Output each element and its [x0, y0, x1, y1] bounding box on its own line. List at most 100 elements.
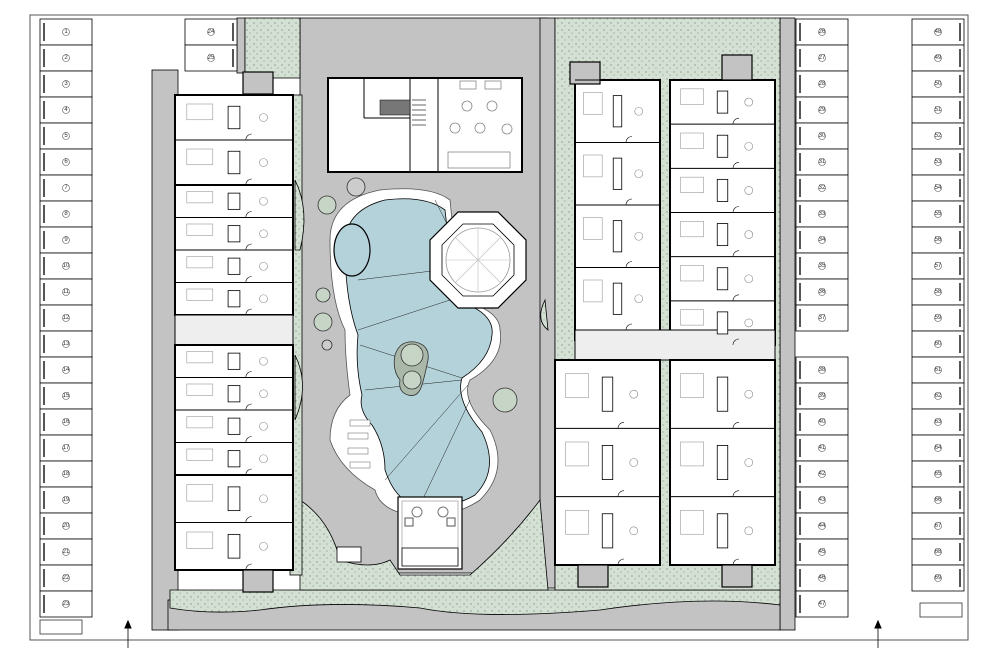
- parking-space: 59: [911, 304, 965, 332]
- bathroom: [227, 257, 241, 275]
- parking-space: 34: [795, 226, 849, 254]
- parking-space: 31: [795, 148, 849, 176]
- bed-icon: [186, 223, 214, 236]
- parking-space: 43: [795, 486, 849, 514]
- bed-icon: [680, 441, 704, 467]
- parking-number: 8: [64, 211, 68, 217]
- parking-space: 63: [911, 408, 965, 436]
- table-icon: [629, 526, 639, 536]
- apartment-unit: [175, 442, 293, 476]
- parking-space: 2: [39, 44, 93, 72]
- parking-number: 43: [819, 497, 826, 503]
- parking-space: 51: [911, 96, 965, 124]
- parking-number-badge: [62, 340, 70, 348]
- parking-space: 15: [39, 382, 93, 410]
- parking-number-badge: [818, 262, 826, 270]
- parking-space: 18: [39, 460, 93, 488]
- entry-sign-right: [919, 602, 963, 618]
- parking-space: 66: [911, 486, 965, 514]
- bed-icon: [186, 531, 214, 549]
- parking-number: 67: [935, 523, 942, 529]
- table-icon: [634, 106, 644, 116]
- table-icon: [259, 229, 268, 239]
- table-icon: [259, 494, 268, 504]
- bed-icon: [186, 191, 214, 204]
- parking-number: 18: [63, 471, 70, 477]
- apartment-unit: [175, 474, 293, 523]
- parking-number: 50: [935, 81, 942, 87]
- parking-number-badge: [934, 444, 942, 452]
- sun-loungers: [347, 419, 371, 469]
- table-icon: [259, 356, 268, 366]
- bathroom: [716, 311, 729, 335]
- bathroom: [601, 445, 614, 480]
- parking-number-badge: [62, 392, 70, 400]
- parking-space: 16: [39, 408, 93, 436]
- parking-number-badge: [818, 496, 826, 504]
- table-icon: [634, 294, 644, 304]
- parking-number-badge: [62, 132, 70, 140]
- parking-number-badge: [62, 314, 70, 322]
- bathroom: [716, 376, 729, 412]
- parking-number: 21: [63, 549, 70, 555]
- bed-icon: [680, 221, 704, 238]
- vehicle-entry-arrow-right: [874, 619, 882, 648]
- parking-number-badge: [62, 600, 70, 608]
- bed-icon: [583, 92, 603, 115]
- door-swing: [625, 323, 633, 331]
- trees: [313, 177, 518, 413]
- parking-space: 40: [795, 408, 849, 436]
- table-icon: [259, 421, 268, 431]
- parking-number-badge: [62, 366, 70, 374]
- parking-number-badge: [818, 522, 826, 530]
- parking-number-badge: [818, 392, 826, 400]
- parking-space: 69: [911, 564, 965, 592]
- parking-number: 69: [935, 575, 942, 581]
- parking-number-badge: [818, 470, 826, 478]
- parking-number-badge: [934, 132, 942, 140]
- apartment-unit: [670, 256, 775, 301]
- parking-number: 24: [208, 29, 215, 35]
- parking-space: 12: [39, 304, 93, 332]
- parking-space: 24: [184, 18, 238, 46]
- parking-number: 20: [63, 523, 70, 529]
- parking-number: 54: [935, 185, 942, 191]
- parking-number-badge: [934, 28, 942, 36]
- apartment-unit: [555, 359, 660, 429]
- parking-space: 6: [39, 148, 93, 176]
- parking-number: 52: [935, 133, 942, 139]
- bed-icon: [583, 154, 603, 178]
- bed-icon: [680, 88, 704, 105]
- bathroom: [227, 225, 241, 243]
- parking-number: 26: [819, 29, 826, 35]
- bed-icon: [680, 265, 704, 282]
- parking-space: 37: [795, 304, 849, 332]
- parking-number-badge: [62, 548, 70, 556]
- parking-space: 60: [911, 330, 965, 358]
- parking-number-badge: [818, 548, 826, 556]
- jacuzzi: [333, 223, 371, 277]
- bathroom: [716, 178, 729, 202]
- parking-number-badge: [934, 548, 942, 556]
- parking-number-badge: [818, 366, 826, 374]
- apartment-unit: [555, 427, 660, 497]
- bed-icon: [186, 416, 214, 429]
- bed-icon: [583, 279, 603, 303]
- bathroom: [227, 533, 241, 559]
- bed-icon: [680, 309, 704, 326]
- bed-icon: [186, 484, 214, 502]
- pool-area: [313, 177, 527, 570]
- parking-number: 1: [64, 29, 68, 35]
- parking-number: 44: [819, 523, 826, 529]
- bed-icon: [186, 288, 214, 301]
- apartment-unit: [670, 123, 775, 169]
- parking-number-badge: [62, 470, 70, 478]
- parking-number: 68: [935, 549, 942, 555]
- apartment-unit: [670, 300, 775, 346]
- table-icon: [744, 186, 754, 195]
- parking-number: 40: [819, 419, 826, 425]
- table-icon: [259, 158, 268, 167]
- parking-number: 42: [819, 471, 826, 477]
- parking-number: 46: [819, 575, 826, 581]
- bed-icon: [186, 103, 214, 121]
